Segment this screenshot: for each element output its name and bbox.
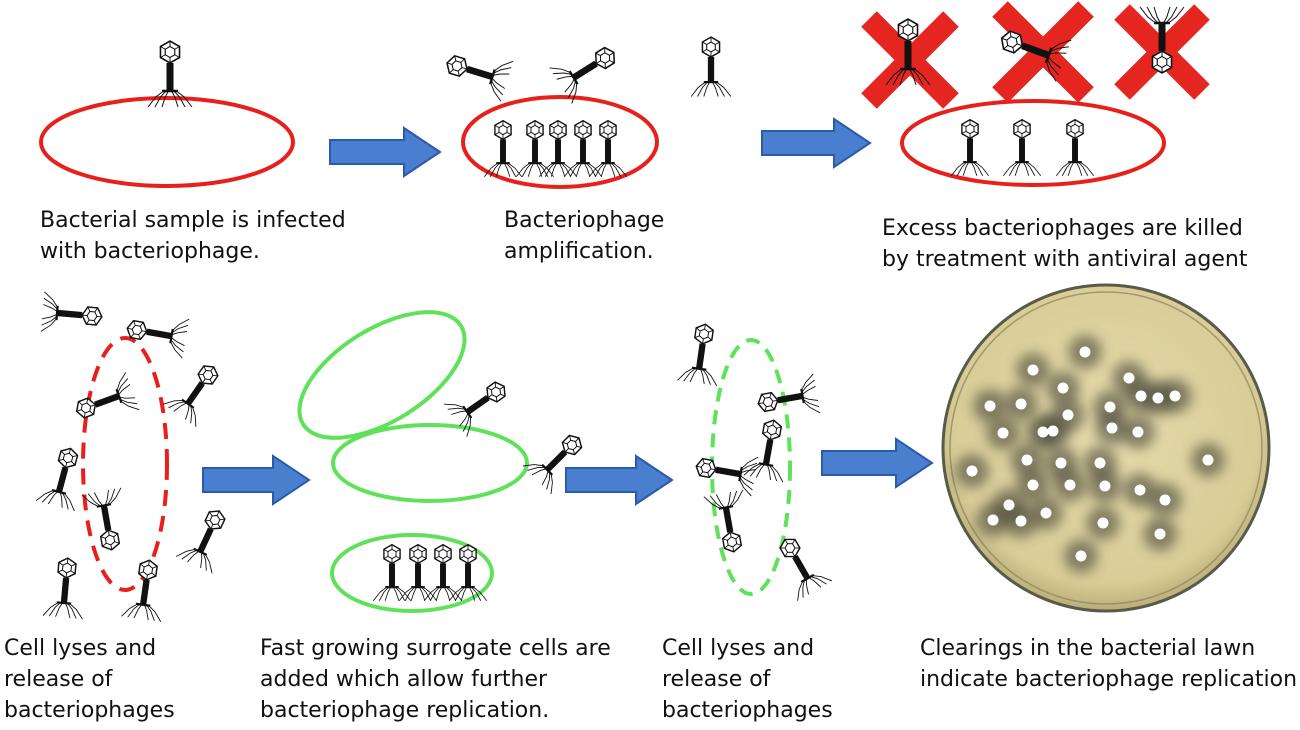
bacteriophage-icon xyxy=(372,543,412,602)
plaque-clearing xyxy=(1021,454,1033,466)
bacteriophage-icon xyxy=(515,119,555,178)
cell-surrogate-1 xyxy=(297,310,467,440)
caption-plaques: Clearings in the bacterial lawn indicate… xyxy=(920,636,1298,692)
bacteriophage-icon xyxy=(1002,118,1042,177)
plaque-clearing xyxy=(1132,426,1144,438)
plaque-clearing xyxy=(1134,484,1146,496)
bacteriophage-icon xyxy=(163,365,219,427)
arrow-step-2-3 xyxy=(761,117,872,169)
cells-layer xyxy=(39,95,1166,613)
bacteriophage-icon xyxy=(757,373,821,414)
bacteriophage-icon xyxy=(563,119,603,178)
caption-amplification: Bacteriophage amplification. xyxy=(504,208,665,264)
bacteriophage-icon xyxy=(1139,6,1185,74)
cell-surrogate-3 xyxy=(330,533,494,613)
plaque-clearing xyxy=(1104,401,1116,413)
plaque-clearing xyxy=(1079,346,1091,358)
bacteriophage-icon xyxy=(126,318,190,359)
bacteriophage-icon xyxy=(1000,30,1072,82)
bacteriophage-icon xyxy=(538,119,578,178)
bacteriophage-icon xyxy=(885,18,931,86)
bacteriophage-icon xyxy=(695,456,759,497)
bacteriophage-icon xyxy=(175,510,226,574)
arrow-step-4-5 xyxy=(202,454,311,506)
bacteriophage-icon xyxy=(522,434,583,495)
plaque-clearing xyxy=(1057,382,1069,394)
cell-infected-2 xyxy=(461,95,659,189)
bacteriophage-icon xyxy=(588,119,628,178)
phages-layer xyxy=(35,36,1095,622)
caption-lysis-1: Cell lyses and release of bacteriophages xyxy=(4,636,175,723)
bacteriophage-icon xyxy=(779,538,833,601)
arrows-layer xyxy=(202,117,934,506)
plaque-clearing xyxy=(1037,426,1049,438)
plaque-clearing xyxy=(1075,550,1087,562)
bacteriophage-icon xyxy=(448,543,488,602)
plaque-clearing xyxy=(987,514,999,526)
bacteriophage-icon xyxy=(398,543,438,602)
bacteriophage-icon xyxy=(35,447,79,512)
cell-lysed-1 xyxy=(81,336,169,592)
bacteriophage-icon xyxy=(81,487,122,551)
plaque-clearing xyxy=(1099,480,1111,492)
plaque-clearing xyxy=(1055,457,1067,469)
bacteriophage-icon xyxy=(950,118,990,177)
bacteriophage-icon xyxy=(690,36,732,97)
plaque-clearing xyxy=(1027,364,1039,376)
bacteriophage-icon xyxy=(677,323,718,386)
plaque-clearing xyxy=(1064,479,1076,491)
plaque-clearing xyxy=(1159,494,1171,506)
plaque-clearing xyxy=(1169,390,1181,402)
arrow-step-5-6 xyxy=(565,454,674,506)
caption-surrogate: Fast growing surrogate cells are added w… xyxy=(260,636,611,723)
arrow-step-1-2 xyxy=(329,126,442,178)
kill-crosses-layer xyxy=(861,1,1210,109)
caption-antiviral: Excess bacteriophages are killed by trea… xyxy=(882,216,1248,272)
plaque-clearing xyxy=(1015,515,1027,527)
plaque-clearing xyxy=(1097,517,1109,529)
cell-surrogate-2 xyxy=(331,423,529,503)
petri-dish xyxy=(941,283,1271,613)
plaque-clearing xyxy=(1202,454,1214,466)
bacteriophage-icon xyxy=(703,489,744,553)
cell-infected-3 xyxy=(900,99,1166,187)
plaque-clearing xyxy=(997,427,1009,439)
petri-dish-layer xyxy=(941,283,1271,613)
caption-infection: Bacterial sample is infected with bacter… xyxy=(40,208,346,264)
arrow-step-6-7 xyxy=(821,437,934,489)
plaque-clearing xyxy=(1027,479,1039,491)
bacteriophage-icon xyxy=(444,381,506,437)
bacteriophage-icon xyxy=(42,557,83,620)
plaque-clearing xyxy=(1106,422,1118,434)
bacteriophage-icon xyxy=(121,559,162,622)
plaque-clearing xyxy=(966,465,978,477)
bacteriophage-icon xyxy=(40,291,103,332)
bacteriophage-icon xyxy=(483,119,523,178)
bacteriophage-icon xyxy=(549,46,616,104)
bacteriophage-icon xyxy=(423,543,463,602)
bacteriophage-icon xyxy=(1055,118,1095,177)
plaque-clearing xyxy=(1135,390,1147,402)
plaque-clearing xyxy=(1047,425,1059,437)
plaque-clearing xyxy=(1152,392,1164,404)
plaque-clearing xyxy=(1154,528,1166,540)
plaque-clearing xyxy=(1062,409,1074,421)
plaque-clearing xyxy=(1015,398,1027,410)
cell-infected-1 xyxy=(39,96,295,188)
plaque-clearing xyxy=(1003,499,1015,511)
bacteriophage-icon xyxy=(446,54,514,102)
bacteriophage-icon xyxy=(75,372,140,419)
bacteriophage-icon xyxy=(147,40,193,108)
plaque-clearing xyxy=(984,400,996,412)
plaque-clearing xyxy=(1094,457,1106,469)
cell-lysed-2 xyxy=(710,338,792,596)
bacteriophage-icon xyxy=(743,419,784,483)
plaque-clearing xyxy=(1123,372,1135,384)
caption-lysis-2: Cell lyses and release of bacteriophages xyxy=(662,636,833,723)
plaque-clearing xyxy=(1040,507,1052,519)
